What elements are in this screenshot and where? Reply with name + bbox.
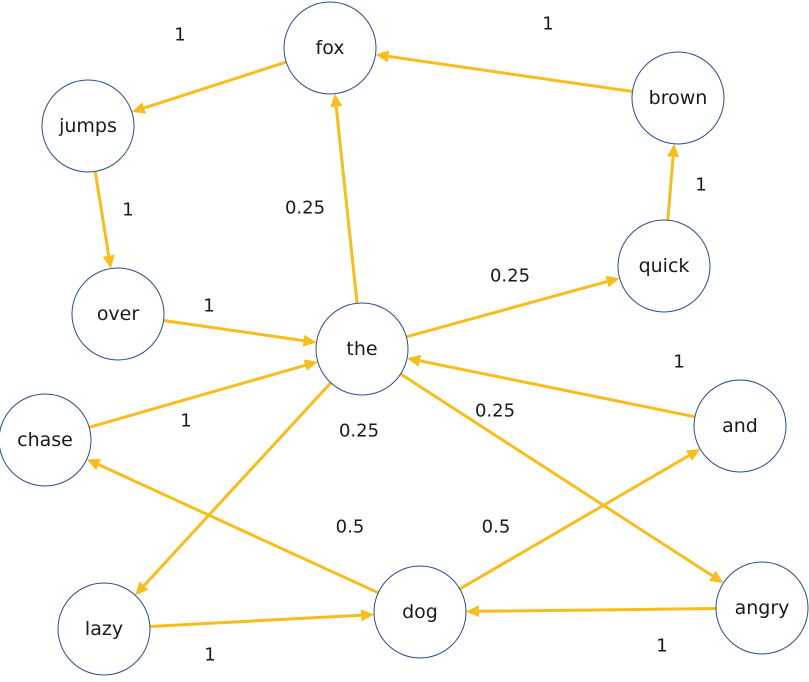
edge-line (459, 454, 690, 591)
edge-line (142, 381, 332, 587)
arrow-head (102, 254, 115, 269)
node-circle (57, 582, 151, 676)
edge-the-to-angry (399, 372, 724, 583)
node-circle (631, 51, 725, 145)
arrow-head (466, 605, 480, 618)
edge-dog-to-chase (86, 459, 379, 595)
arrow-head (86, 459, 102, 471)
node-circle (617, 219, 711, 313)
node-brown: brown (631, 51, 725, 145)
edge-weight-label: 1 (542, 14, 553, 35)
node-label: lazy (85, 618, 123, 640)
node-label: the (346, 338, 377, 360)
edge-and-to-the (407, 354, 696, 419)
node-circle (693, 379, 787, 473)
edge-weight-label: 0.25 (339, 421, 379, 442)
node-label: brown (649, 87, 708, 109)
node-lazy: lazy (57, 582, 151, 676)
node-label: over (97, 303, 140, 325)
edge-weight-label: 0.5 (482, 517, 511, 538)
edge-quick-to-brown (666, 143, 680, 221)
arrow-head (330, 93, 343, 108)
edge-line (93, 171, 111, 256)
edge-line (399, 372, 714, 578)
edge-line (666, 156, 675, 221)
edge-line (419, 359, 696, 419)
node-label: jumps (58, 115, 117, 137)
arrow-head (360, 609, 375, 622)
edge-fox-to-jumps (131, 60, 287, 114)
edge-lazy-to-dog (149, 609, 375, 628)
node-label: quick (639, 255, 690, 277)
node-circle (71, 267, 165, 361)
edge-weight-label: 0.5 (336, 517, 365, 538)
edge-over-to-the (163, 319, 317, 347)
arrow-head (686, 449, 701, 461)
node-the: the (315, 302, 409, 396)
node-circle (373, 565, 467, 659)
edge-angry-to-dog (466, 605, 717, 618)
arrow-head (375, 50, 390, 63)
edge-weight-label: 1 (203, 296, 214, 317)
node-fox: fox (283, 1, 377, 95)
edge-line (97, 463, 379, 595)
edge-jumps-to-over (93, 171, 115, 269)
edge-line (88, 363, 306, 429)
node-over: over (71, 267, 165, 361)
edge-weight-label: 1 (673, 352, 684, 373)
edge-brown-to-fox (375, 50, 633, 93)
node-circle (283, 1, 377, 95)
edge-weight-label: 0.25 (475, 401, 515, 422)
edge-weight-label: 1 (180, 411, 191, 432)
edge-line (334, 106, 359, 304)
edge-weight-label: 1 (122, 200, 133, 221)
edge-line (149, 613, 362, 628)
arrow-head (709, 570, 724, 583)
node-circle (715, 561, 809, 655)
edge-the-to-quick (406, 275, 620, 339)
edge-line (388, 54, 633, 93)
edge-weight-label: 1 (204, 645, 215, 666)
edge-weight-label: 0.25 (490, 266, 530, 287)
arrow-head (407, 354, 421, 367)
arrow-head (605, 275, 620, 288)
arrow-head (131, 102, 146, 114)
node-angry: angry (715, 561, 809, 655)
node-label: fox (316, 37, 345, 59)
arrow-head (667, 143, 680, 158)
node-label: angry (735, 597, 790, 619)
node-dog: dog (373, 565, 467, 659)
arrow-head (302, 334, 317, 347)
node-label: chase (17, 429, 73, 451)
node-circle (315, 302, 409, 396)
node-chase: chase (0, 393, 92, 487)
edge-line (163, 319, 304, 343)
edge-weight-label: 1 (174, 25, 185, 46)
arrow-head (303, 359, 318, 371)
edges-layer (86, 50, 724, 628)
edge-weight-label: 1 (695, 175, 706, 196)
edge-labels-layer: 1 1 1 1 0.25 0.25 1 1 1 0.25 0.25 0.5 0.5 1 1 (122, 14, 706, 666)
edge-the-to-lazy (135, 381, 332, 596)
edge-line (143, 60, 287, 110)
node-label: dog (402, 601, 438, 623)
edge-chase-to-the (88, 359, 318, 429)
edge-weight-label: 1 (656, 636, 667, 657)
node-circle (41, 79, 135, 173)
node-label: and (722, 415, 758, 437)
edge-weight-label: 0.25 (285, 198, 325, 219)
edge-line (478, 607, 717, 613)
node-quick: quick (617, 219, 711, 313)
edge-dog-to-and (459, 449, 701, 591)
node-and: and (693, 379, 787, 473)
edge-line (406, 280, 608, 339)
edge-the-to-fox (330, 93, 359, 304)
node-jumps: jumps (41, 79, 135, 173)
node-circle (0, 393, 92, 487)
arrow-head (135, 581, 149, 596)
